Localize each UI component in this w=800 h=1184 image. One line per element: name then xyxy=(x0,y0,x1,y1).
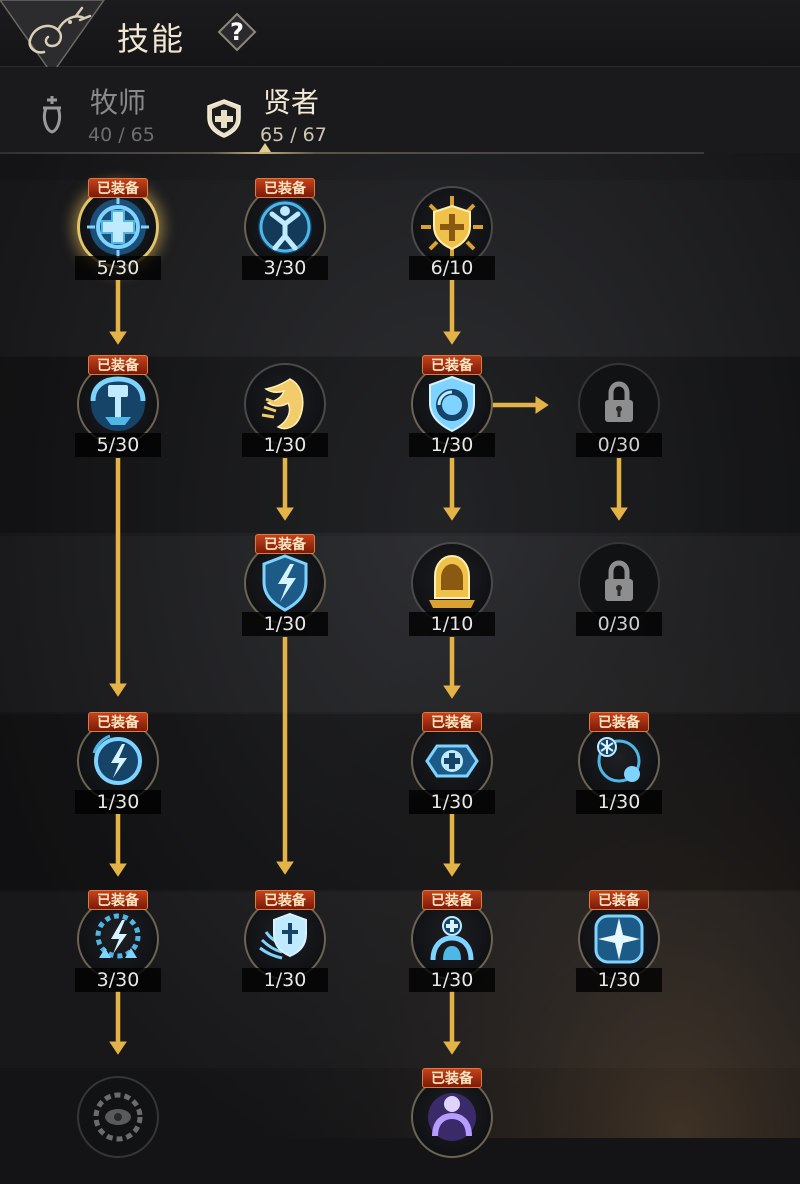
equipped-badge: 已装备 xyxy=(255,534,315,554)
help-button[interactable] xyxy=(217,12,257,52)
equipped-badge: 已装备 xyxy=(422,712,482,732)
skill-level: 1/30 xyxy=(409,433,495,457)
skill-node-locked[interactable]: 0/30 xyxy=(576,540,666,650)
skill-level: 3/30 xyxy=(75,968,161,992)
skill-level: 5/30 xyxy=(75,256,161,280)
skill-node[interactable]: 1/30 xyxy=(242,361,332,471)
lock-icon xyxy=(605,560,633,601)
top-bar xyxy=(0,0,800,66)
tab-sage-points: 65 / 67 xyxy=(260,124,327,146)
winged-shield-icon xyxy=(259,912,307,960)
skill-node[interactable]: 6/10 xyxy=(409,184,499,294)
violet-figure-icon xyxy=(428,1093,476,1141)
ring-shield-icon xyxy=(429,375,475,433)
skill-level: 1/30 xyxy=(75,790,161,814)
wing-icon xyxy=(261,378,304,430)
skill-node[interactable]: 3/30 已装备 xyxy=(75,890,165,1006)
skill-node[interactable]: 1/30 已装备 xyxy=(576,890,666,1006)
praying-cross-icon xyxy=(430,916,474,961)
skill-connectors xyxy=(109,280,628,1055)
skill-level: 1/10 xyxy=(409,612,495,636)
equipped-badge: 已装备 xyxy=(88,890,148,910)
skill-level: 1/30 xyxy=(242,968,328,992)
skill-level: 1/30 xyxy=(576,968,662,992)
help-icon[interactable]: ? xyxy=(230,18,244,46)
skill-node[interactable]: 5/30 已装备 xyxy=(75,355,165,471)
equipped-badge: 已装备 xyxy=(255,178,315,198)
skill-node-locked[interactable]: 0/30 xyxy=(576,361,666,471)
hammer-guard-icon xyxy=(90,376,146,431)
skill-node[interactable]: 3/30 已装备 xyxy=(242,178,332,294)
skill-level: 1/30 xyxy=(576,790,662,814)
skill-node[interactable]: 已装备 xyxy=(409,1068,499,1184)
skill-node-locked[interactable] xyxy=(75,1074,165,1184)
cross-badge-icon xyxy=(425,744,479,778)
star-burst-icon xyxy=(594,914,644,964)
skill-node[interactable]: 1/30 已装备 xyxy=(576,712,666,828)
equipped-badge: 已装备 xyxy=(422,355,482,375)
skill-node[interactable]: 1/30 已装备 xyxy=(242,890,332,1006)
eye-gear-icon xyxy=(93,1092,143,1142)
equipped-badge: 已装备 xyxy=(589,712,649,732)
storm-gear-icon xyxy=(95,913,141,959)
equipped-badge: 已装备 xyxy=(88,178,148,198)
dragon-emblem-icon xyxy=(0,0,105,76)
skill-level: 0/30 xyxy=(576,433,662,457)
equipped-badge: 已装备 xyxy=(88,712,148,732)
skill-level: 5/30 xyxy=(75,433,161,457)
equipped-badge: 已装备 xyxy=(589,890,649,910)
skill-level: 1/30 xyxy=(242,612,328,636)
frost-orbit-icon xyxy=(597,737,641,783)
skill-level: 1/30 xyxy=(409,968,495,992)
lightning-shield-icon xyxy=(262,554,308,612)
lock-icon xyxy=(605,381,633,422)
sage-shield-icon xyxy=(207,99,241,138)
page-title: 技能 xyxy=(117,20,186,58)
skill-node[interactable]: 1/30 已装备 xyxy=(409,355,499,471)
equipped-badge: 已装备 xyxy=(255,890,315,910)
tab-priest-label: 牧师 xyxy=(90,86,147,119)
skill-level: 1/30 xyxy=(242,433,328,457)
equipped-badge: 已装备 xyxy=(422,1068,482,1088)
lightning-circle-icon xyxy=(92,734,142,785)
top-bar-divider xyxy=(0,66,800,67)
class-tab-bar xyxy=(0,67,800,153)
tab-underline xyxy=(0,152,704,154)
equipped-badge: 已装备 xyxy=(88,355,148,375)
skill-node[interactable]: 5/30 已装备 xyxy=(75,178,165,294)
active-tab-caret xyxy=(259,143,271,152)
skill-level: 1/30 xyxy=(409,790,495,814)
skill-node[interactable]: 1/10 xyxy=(409,540,499,650)
skill-node[interactable]: 1/30 已装备 xyxy=(242,534,332,650)
equipped-badge: 已装备 xyxy=(422,890,482,910)
tab-sage-label: 贤者 xyxy=(263,86,320,119)
skill-level: 3/30 xyxy=(242,256,328,280)
tab-priest-points: 40 / 65 xyxy=(88,124,155,146)
skill-level: 6/10 xyxy=(409,256,495,280)
skill-level: 0/30 xyxy=(576,612,662,636)
priest-class-icon xyxy=(42,96,62,134)
golden-helm-icon xyxy=(429,554,475,608)
skill-node[interactable]: 1/30 已装备 xyxy=(409,712,499,828)
skill-node[interactable]: 1/30 已装备 xyxy=(75,712,165,828)
skill-node[interactable]: 1/30 已装备 xyxy=(409,890,499,1006)
figure-burst-icon xyxy=(258,200,312,254)
